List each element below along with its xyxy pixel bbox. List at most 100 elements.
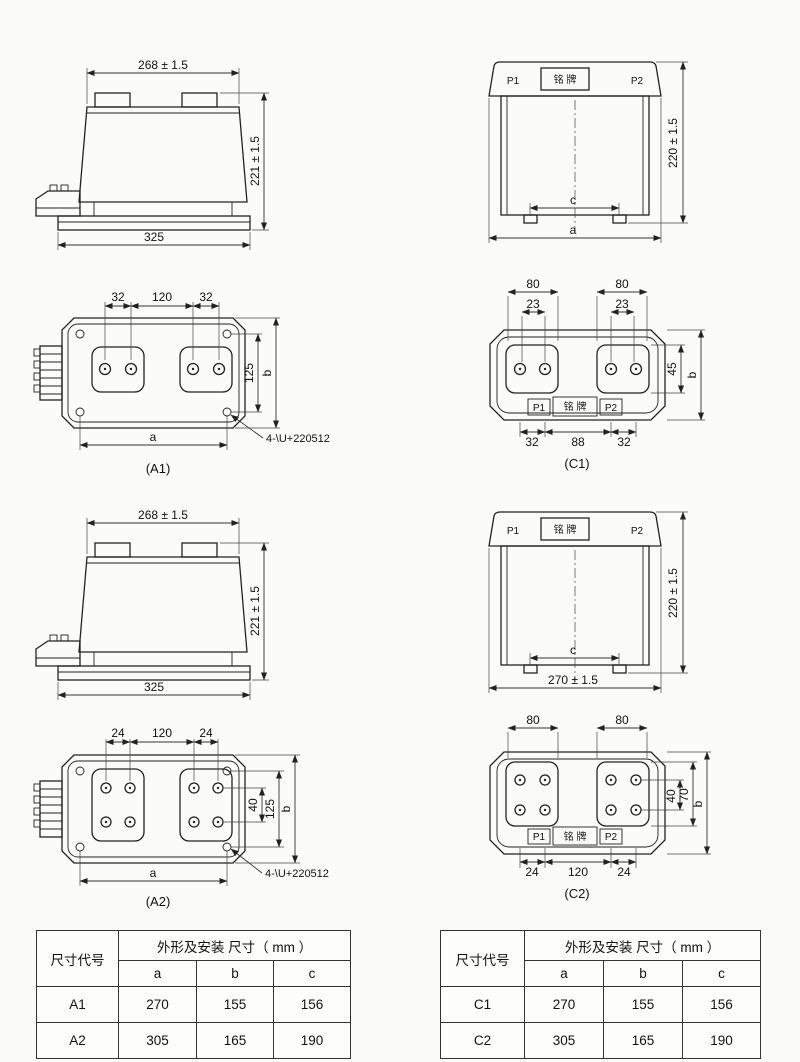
a1-terminal-block <box>33 345 63 401</box>
c1-top-view: P1 铭 牌 P2 80 80 23 23 45 b 32 88 32 (C1) <box>489 277 705 471</box>
a1-top-pitch-center-label: 120 <box>152 290 172 304</box>
c1-top-p1-label: P1 <box>533 403 546 414</box>
a1-top-pitch-right-label: 32 <box>199 290 213 304</box>
c1-front-c-label: c <box>570 193 576 207</box>
table-a-row2-b: 165 <box>196 1022 274 1059</box>
table-a-row1-b: 155 <box>196 986 274 1023</box>
transformer-dimension-drawing: 268 ± 1.5 221 ± 1.5 325 32 120 32 <box>33 58 711 909</box>
c1-top-bottom-center-label: 88 <box>571 435 585 449</box>
a2-side-base-label: 325 <box>144 680 164 694</box>
a2-top-b-label: b <box>279 805 293 812</box>
table-row: C1 270 155 156 <box>440 986 762 1023</box>
a1-top-view: 32 120 32 125 b a 4-\U+220512 (A1) <box>33 290 330 476</box>
c2-top-p1-label: P1 <box>533 832 546 843</box>
a1-side-view: 268 ± 1.5 221 ± 1.5 325 <box>36 58 269 250</box>
table-row: C2 305 165 190 <box>440 1022 762 1059</box>
c2-front-height-label: 220 ± 1.5 <box>666 568 680 618</box>
c1-top-offset-left-label: 23 <box>526 297 540 311</box>
table-a-group-header: 外形及安装 尺寸（ mm ） <box>117 930 352 961</box>
table-c-row1-code: C1 <box>440 986 525 1023</box>
table-a-row1-code: A1 <box>36 986 119 1023</box>
c1-front-height-label: 220 ± 1.5 <box>666 118 680 168</box>
a2-hole-callout: 4-\U+220512 <box>265 868 329 880</box>
c1-top-pad-depth-label: 45 <box>665 362 679 376</box>
c1-front-nameplate-label: 铭 牌 <box>554 73 577 86</box>
c1-top-nameplate-label: 铭 牌 <box>564 400 587 413</box>
table-c-row2-b: 165 <box>603 1022 683 1059</box>
a1-caption: (A1) <box>146 461 171 476</box>
c2-front-nameplate-label: 铭 牌 <box>554 523 577 536</box>
table-a-row2-c: 190 <box>272 1022 352 1059</box>
a2-top-depth-label: 125 <box>263 799 277 819</box>
a2-top-view: 24 120 24 40 125 b a 4-\U+220512 (A2) <box>33 726 329 909</box>
a2-top-pitch-left-label: 24 <box>111 726 125 740</box>
table-a-row2-code: A2 <box>36 1022 119 1059</box>
table-c-stub-header: 尺寸代号 <box>440 930 525 987</box>
c1-top-pad-right-label: 80 <box>615 277 629 291</box>
a1-side-width-label: 268 ± 1.5 <box>138 58 188 72</box>
table-row: A2 305 165 190 <box>36 1022 352 1059</box>
a1-top-pitch-left-label: 32 <box>111 290 125 304</box>
c2-top-pad-left-label: 80 <box>526 713 540 727</box>
c1-front-p1-label: P1 <box>507 76 520 87</box>
c2-top-nameplate-label: 铭 牌 <box>564 830 587 843</box>
size-table-c: 尺寸代号 外形及安装 尺寸（ mm ） a b c C1 270 155 156… <box>440 930 762 1059</box>
c2-front-p1-label: P1 <box>507 526 520 537</box>
a1-side-height-label: 221 ± 1.5 <box>248 136 262 186</box>
a1-top-a-label: a <box>150 430 157 444</box>
table-a-stub-header: 尺寸代号 <box>36 930 119 987</box>
a2-top-pitch-right-label: 24 <box>199 726 213 740</box>
table-row: A1 270 155 156 <box>36 986 352 1023</box>
c1-top-pad-left-label: 80 <box>526 277 540 291</box>
c2-front-p2-label: P2 <box>631 526 644 537</box>
table-a-row2-a: 305 <box>118 1022 197 1059</box>
a2-side-height-label: 221 ± 1.5 <box>248 586 262 636</box>
c1-top-bottom-left-label: 32 <box>525 435 539 449</box>
c2-top-view: P1 铭 牌 P2 80 80 40 70 b 24 120 24 (C2) <box>489 713 711 901</box>
c1-front-view: P1 铭 牌 P2 c a 220 ± 1.5 <box>489 62 688 243</box>
a2-side-view: 268 ± 1.5 221 ± 1.5 325 <box>36 508 269 700</box>
a1-hole-callout: 4-\U+220512 <box>266 433 330 445</box>
table-c-row1-c: 156 <box>681 986 762 1023</box>
a2-top-row-pitch-label: 40 <box>246 798 260 812</box>
table-c-row2-c: 190 <box>681 1022 762 1059</box>
c2-top-pad-right-label: 80 <box>615 713 629 727</box>
table-c-row2-code: C2 <box>440 1022 525 1059</box>
table-a-col-c: c <box>272 960 352 987</box>
c2-top-pad-depth-label: 70 <box>677 788 691 802</box>
a2-terminal-block <box>33 780 63 838</box>
table-a-col-a: a <box>118 960 197 987</box>
table-c-col-a: a <box>524 960 604 987</box>
a2-top-pitch-center-label: 120 <box>152 726 172 740</box>
table-c-group-header: 外形及安装 尺寸（ mm ） <box>523 930 762 961</box>
c2-caption: (C2) <box>564 886 589 901</box>
c2-front-view: P1 铭 牌 P2 c 270 ± 1.5 220 ± 1.5 <box>489 512 688 693</box>
table-c-row1-b: 155 <box>603 986 683 1023</box>
c1-caption: (C1) <box>564 456 589 471</box>
a1-side-base-label: 325 <box>144 230 164 244</box>
c2-top-bottom-right-label: 24 <box>617 865 631 879</box>
a1-top-depth-label: 125 <box>242 363 256 383</box>
c1-front-a-label: a <box>570 223 577 237</box>
a2-side-width-label: 268 ± 1.5 <box>138 508 188 522</box>
table-c-row1-a: 270 <box>524 986 604 1023</box>
table-a-row1-c: 156 <box>272 986 352 1023</box>
table-a-col-b: b <box>196 960 274 987</box>
table-a-row1-a: 270 <box>118 986 197 1023</box>
table-c-col-c: c <box>681 960 762 987</box>
c2-front-width-label: 270 ± 1.5 <box>548 673 598 687</box>
c2-top-p2-label: P2 <box>605 832 618 843</box>
c1-top-p2-label: P2 <box>605 403 618 414</box>
c2-top-bottom-left-label: 24 <box>525 865 539 879</box>
a2-caption: (A2) <box>146 894 171 909</box>
c2-top-bottom-center-label: 120 <box>568 865 588 879</box>
a2-top-a-label: a <box>150 866 157 880</box>
c1-top-offset-right-label: 23 <box>615 297 629 311</box>
table-c-col-b: b <box>603 960 683 987</box>
c1-front-p2-label: P2 <box>631 76 644 87</box>
size-table-a: 尺寸代号 外形及安装 尺寸（ mm ） a b c A1 270 155 156… <box>36 930 352 1059</box>
c2-top-row-pitch-label: 40 <box>664 789 678 803</box>
a1-top-b-label: b <box>260 369 274 376</box>
c1-top-bottom-right-label: 32 <box>617 435 631 449</box>
c1-top-b-label: b <box>685 371 699 378</box>
